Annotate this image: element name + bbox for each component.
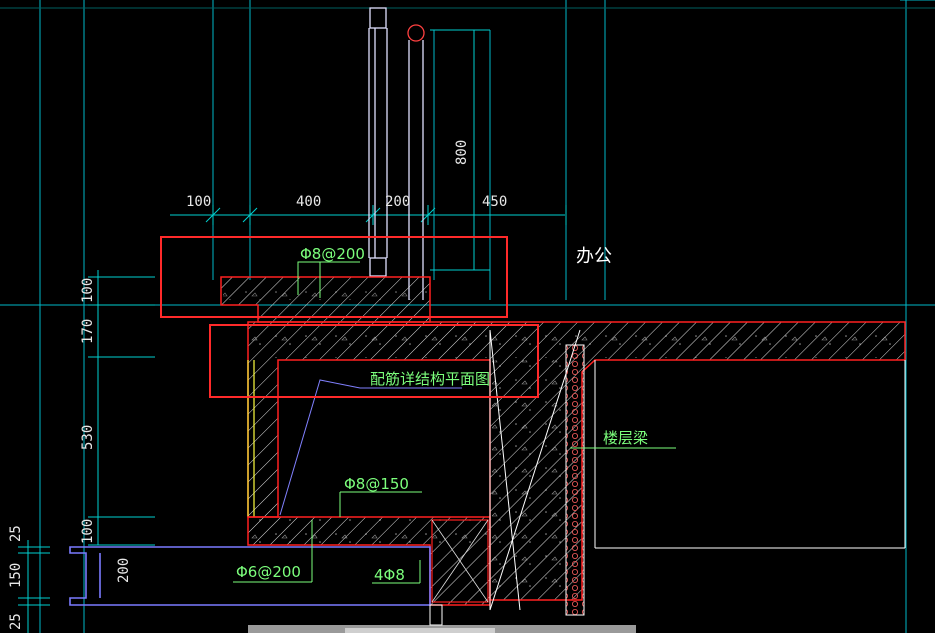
room-label: 办公 — [576, 246, 612, 267]
dim-left-170: 170 — [80, 319, 96, 344]
vertical-dimension-800 — [430, 29, 490, 271]
dim-left-100-top: 100 — [80, 278, 96, 303]
note-leader — [279, 379, 462, 516]
dim-vertical-800: 800 — [454, 140, 470, 165]
dim-top-400: 400 — [296, 194, 321, 210]
dim-bottom-25-bottom: 25 — [8, 613, 24, 630]
annotation-rebar-mid: Φ8@150 — [344, 475, 409, 493]
highlight-box-note — [209, 324, 539, 398]
top-dimension-line — [170, 205, 567, 225]
highlight-box-canopy — [160, 236, 508, 318]
dim-bottom-25-top: 25 — [8, 525, 24, 542]
blue-slab — [69, 546, 431, 606]
downpipe — [368, 7, 425, 300]
wall-section — [247, 321, 906, 616]
annotation-floor-beam: 楼层梁 — [603, 429, 648, 447]
dim-bottom-150: 150 — [8, 563, 24, 588]
dim-top-200: 200 — [385, 194, 410, 210]
column-diagonals — [489, 329, 581, 611]
annotation-rebar-corner: 4Φ8 — [374, 566, 405, 584]
annotation-rebar-note: 配筋详结构平面图 — [370, 370, 490, 388]
dim-top-450: 450 — [482, 194, 507, 210]
leader-lines — [233, 261, 676, 584]
lower-beam — [247, 516, 491, 606]
bottom-strip — [248, 604, 636, 633]
dim-left-530: 530 — [80, 425, 96, 450]
insulation-band — [247, 360, 255, 517]
left-dimension-line — [18, 270, 155, 633]
dim-left-100-bottom: 100 — [80, 519, 96, 544]
annotation-rebar-top: Φ8@200 — [300, 245, 365, 263]
dim-top-100: 100 — [186, 194, 211, 210]
annotation-rebar-slab: Φ6@200 — [236, 563, 301, 581]
canopy-slab — [220, 276, 431, 323]
dim-slab-200: 200 — [116, 558, 132, 583]
